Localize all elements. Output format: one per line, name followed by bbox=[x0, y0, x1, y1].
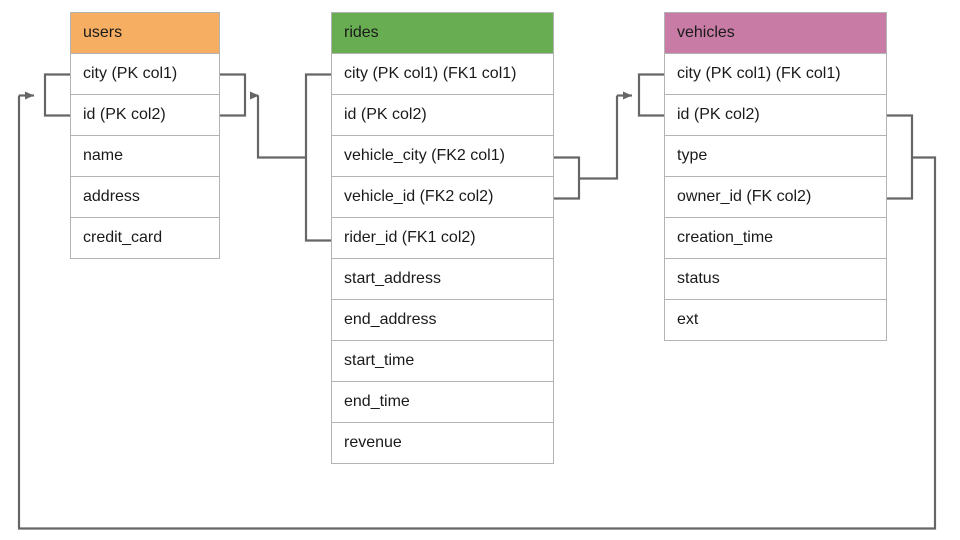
entity-header-vehicles: vehicles bbox=[664, 12, 887, 54]
field-rides-vehicle-city[interactable]: vehicle_city (FK2 col1) bbox=[331, 136, 554, 177]
entity-table-rides[interactable]: rides city (PK col1) (FK1 col1) id (PK c… bbox=[331, 12, 554, 464]
entity-table-users[interactable]: users city (PK col1) id (PK col2) name a… bbox=[70, 12, 220, 259]
connector-fk1-rides-to-users bbox=[220, 73, 331, 242]
field-vehicles-owner-id[interactable]: owner_id (FK col2) bbox=[664, 177, 887, 218]
field-rides-rider-id[interactable]: rider_id (FK1 col2) bbox=[331, 218, 554, 259]
field-vehicles-status[interactable]: status bbox=[664, 259, 887, 300]
field-rides-id[interactable]: id (PK col2) bbox=[331, 95, 554, 136]
field-users-address[interactable]: address bbox=[70, 177, 220, 218]
field-users-credit-card[interactable]: credit_card bbox=[70, 218, 220, 259]
field-rides-start-time[interactable]: start_time bbox=[331, 341, 554, 382]
entity-header-users: users bbox=[70, 12, 220, 54]
field-rides-end-time[interactable]: end_time bbox=[331, 382, 554, 423]
field-vehicles-city[interactable]: city (PK col1) (FK col1) bbox=[664, 54, 887, 95]
field-rides-revenue[interactable]: revenue bbox=[331, 423, 554, 464]
field-users-id[interactable]: id (PK col2) bbox=[70, 95, 220, 136]
field-rides-start-address[interactable]: start_address bbox=[331, 259, 554, 300]
field-vehicles-ext[interactable]: ext bbox=[664, 300, 887, 341]
field-rides-end-address[interactable]: end_address bbox=[331, 300, 554, 341]
entity-header-rides: rides bbox=[331, 12, 554, 54]
entity-table-vehicles[interactable]: vehicles city (PK col1) (FK col1) id (PK… bbox=[664, 12, 887, 341]
field-rides-city[interactable]: city (PK col1) (FK1 col1) bbox=[331, 54, 554, 95]
field-vehicles-id[interactable]: id (PK col2) bbox=[664, 95, 887, 136]
field-vehicles-type[interactable]: type bbox=[664, 136, 887, 177]
field-users-name[interactable]: name bbox=[70, 136, 220, 177]
field-rides-vehicle-id[interactable]: vehicle_id (FK2 col2) bbox=[331, 177, 554, 218]
connector-fk2-rides-to-vehicles bbox=[554, 73, 664, 200]
field-users-city[interactable]: city (PK col1) bbox=[70, 54, 220, 95]
field-vehicles-creation-time[interactable]: creation_time bbox=[664, 218, 887, 259]
